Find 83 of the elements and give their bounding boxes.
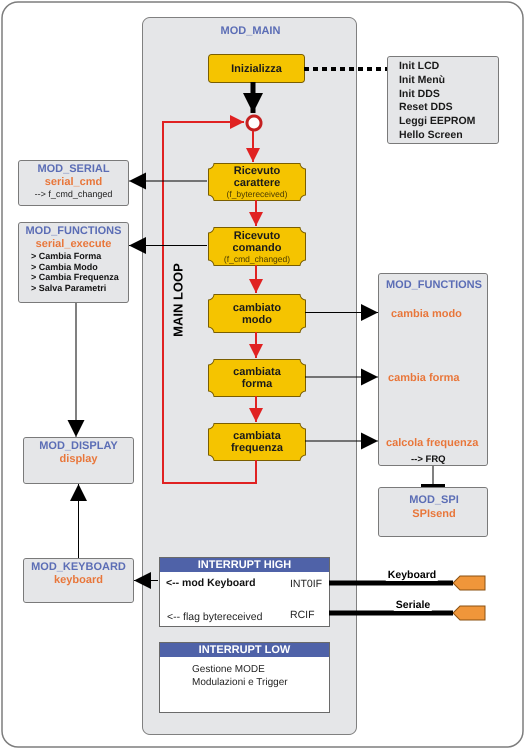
junction-circle [245,114,263,132]
arrow [162,115,257,484]
arrow [128,237,208,254]
arrow [70,484,87,558]
step-text: Ricevuto carattere [232,165,282,189]
module-box [18,222,129,303]
output-note: --> FRQ [411,454,446,465]
arrow [128,172,208,190]
module-box [378,487,488,537]
step-text: Ricevuto comando [232,230,282,254]
edge-label: Keyboard [386,569,438,581]
dotted-line [304,67,387,71]
function-name: cambia modo [391,308,462,321]
module-box [23,437,134,484]
function-name: display [60,453,98,466]
process-box [208,359,306,397]
module-box [23,558,134,603]
init-step: Hello Screen [399,128,498,143]
arrow [304,432,378,450]
arrow [249,200,263,226]
arrow [304,304,378,321]
connector-line [421,466,445,488]
menu-item: > Salva Parametri [31,282,106,293]
process-box [208,163,306,201]
edge-label: MAIN LOOP [170,261,186,339]
handler-text: INT0IF [290,578,322,590]
arrow [246,131,260,162]
step-text: cambiato modo [232,302,282,326]
function-name: keyboard [54,574,103,587]
module-box [18,160,129,206]
init-step: Init DDS [399,88,498,102]
module-title: MOD_KEYBOARD [31,561,126,574]
init-step: Init LCD [399,60,498,74]
module-title: MOD_SERIAL [37,163,110,176]
handler-text: RCIF [290,609,314,621]
step-text: cambiata forma [232,366,282,390]
connector-tag [453,606,485,620]
interrupt-title: INTERRUPT HIGH [160,558,329,572]
edge-label: Seriale [394,599,432,611]
function-name: serial_execute [36,238,112,251]
arrow [249,265,263,293]
init-step: Init Menù [399,74,498,88]
process-box [208,227,306,266]
arrow [249,396,263,422]
arrow [249,332,263,358]
module-panel [142,17,357,735]
init-step: Reset DDS [399,101,498,116]
arrow [243,82,263,113]
connector-line [329,580,453,586]
process-box [208,294,306,333]
function-name: cambia forma [388,372,460,385]
interrupt-box [159,642,330,713]
function-name: serial_cmd [44,176,102,189]
function-name: SPIsend [411,508,457,521]
step-text: Inizializza [230,62,283,74]
module-title: MOD_MAIN [220,25,282,38]
handler-text: <-- mod Keyboard [166,577,256,589]
module-box [378,273,488,466]
connector-line [329,610,453,616]
process-box [208,423,306,461]
process-box [208,54,305,83]
interrupt-title: INTERRUPT LOW [160,643,329,657]
flag-note: (f_cmd_changed) [224,254,290,264]
init-step: Leggi EEPROM [399,115,498,129]
note-box [387,56,499,144]
menu-item: > Cambia Modo [31,262,98,272]
arrow [304,368,378,386]
menu-item: > Cambia Frequenza [31,272,119,282]
flag-note: (f_bytereceived) [226,189,288,199]
handler-text: <-- flag bytereceived [167,611,262,623]
flag-note: --> f_cmd_changed [34,189,112,200]
module-title: MOD_FUNCTIONS [385,279,483,292]
description-text: Gestione MODE Modulazioni e Trigger [192,663,289,689]
arrow [68,302,84,438]
arrow [134,572,158,589]
step-text: cambiata frequenza [230,430,284,454]
module-title: MOD_SPI [408,494,460,507]
function-name: calcola frequenza [386,437,478,450]
interrupt-box [159,557,330,627]
module-title: MOD_FUNCTIONS [26,225,122,238]
module-title: MOD_DISPLAY [39,440,118,453]
connector-tag [453,576,485,590]
menu-item: > Cambia Forma [31,251,102,262]
